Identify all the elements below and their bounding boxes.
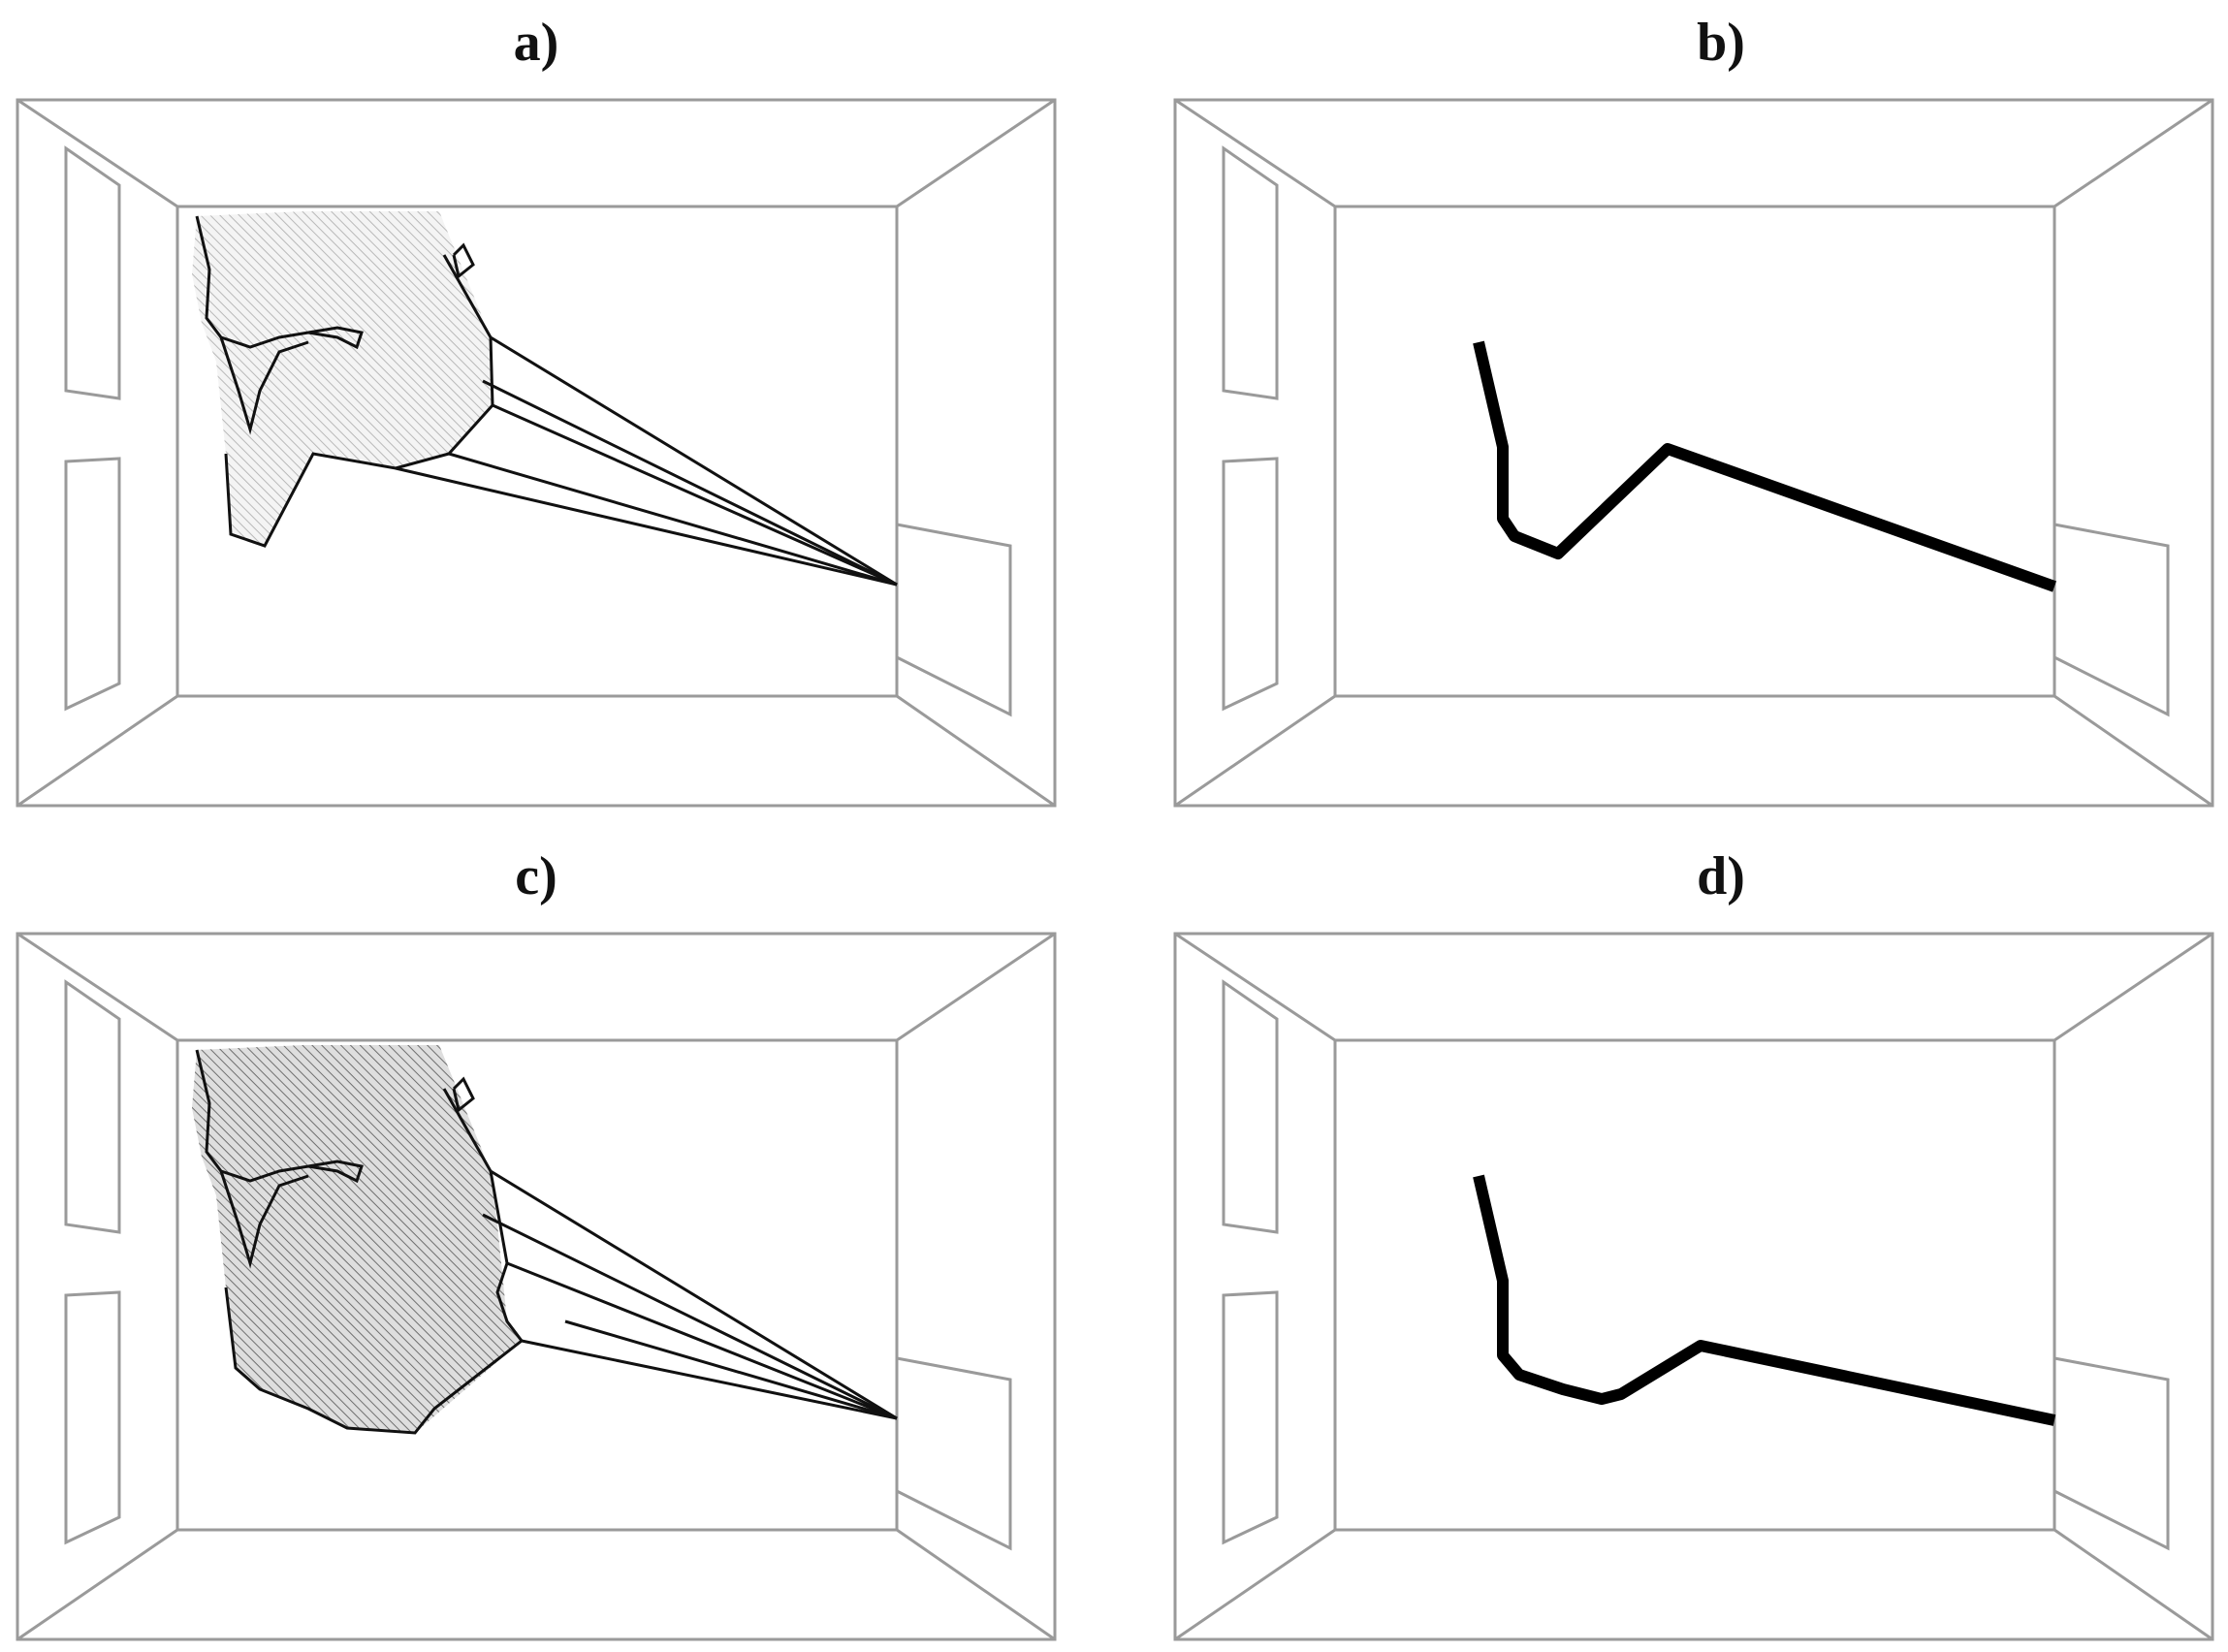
hatched-region-c — [190, 1043, 899, 1435]
panel-c — [16, 932, 1057, 1641]
room-wireframe-icon — [16, 98, 1057, 808]
path-b — [1473, 340, 2057, 592]
room-wireframe-icon — [1173, 932, 2214, 1641]
panel-d — [1173, 932, 2214, 1641]
panel-a — [16, 98, 1057, 808]
panel-label-c: c) — [515, 846, 557, 906]
path-d — [1473, 1174, 2056, 1426]
hatched-region-a — [190, 209, 899, 587]
panel-label-d: d) — [1697, 846, 1745, 906]
panel-label-a: a) — [513, 13, 559, 73]
panel-b — [1173, 98, 2214, 808]
room-wireframe-icon — [16, 932, 1057, 1641]
panel-label-b: b) — [1697, 13, 1745, 73]
